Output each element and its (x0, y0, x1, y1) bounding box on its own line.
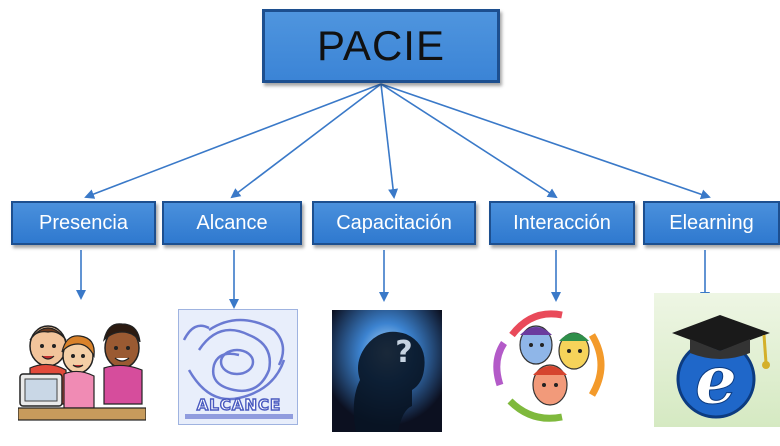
connector-pacie-elearning (380, 83, 711, 200)
children-at-computer-illustration (18, 304, 146, 424)
node-elearning: Elearning (643, 201, 780, 245)
node-capacitacion: Capacitación (312, 201, 476, 245)
alcance-logo: ALCANCE (178, 309, 298, 425)
node-label: Presencia (39, 211, 128, 234)
head-with-question-mark: ? (332, 310, 442, 432)
node-alcance: Alcance (162, 201, 302, 245)
node-label: Interacción (513, 211, 611, 234)
node-label: Capacitación (336, 211, 452, 234)
svg-text:?: ? (395, 335, 412, 370)
connector-pacie-presencia (84, 83, 382, 199)
root-node: PACIE (262, 9, 500, 83)
alcance-logo-text: ALCANCE (197, 396, 282, 414)
connector-pacie-alcance (230, 83, 382, 199)
e-with-graduation-cap: e (654, 293, 780, 427)
connector-pacie-interaccion (380, 83, 558, 199)
colorful-faces-with-arrows (492, 305, 614, 425)
root-label: PACIE (317, 22, 445, 69)
node-label: Alcance (196, 211, 268, 234)
connector-pacie-capacitacion (380, 83, 399, 199)
node-interaccion: Interacción (489, 201, 635, 245)
node-presencia: Presencia (11, 201, 156, 245)
node-label: Elearning (669, 211, 754, 234)
